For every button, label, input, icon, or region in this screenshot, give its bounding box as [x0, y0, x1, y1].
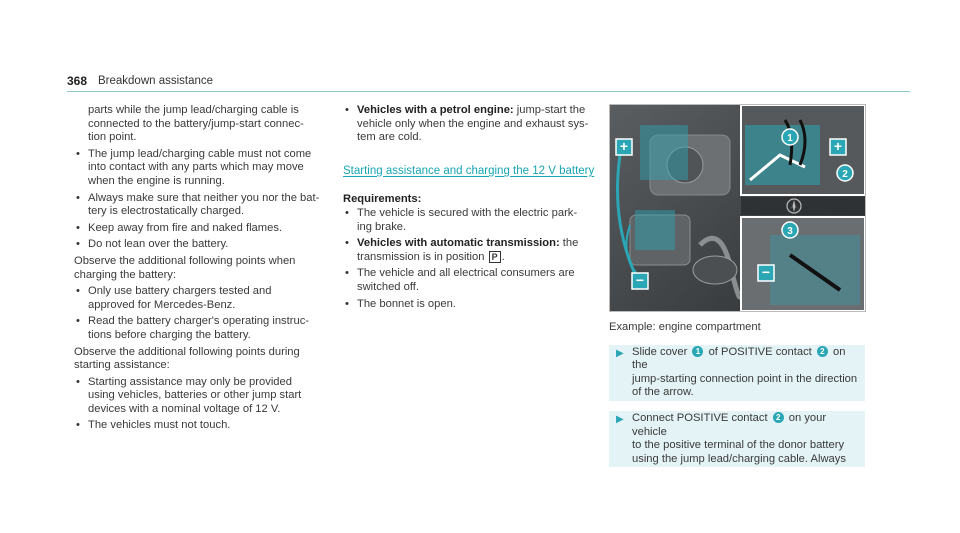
engine-illustration: + − 1 + 2 3 − [610, 105, 865, 311]
svg-text:−: − [636, 272, 644, 288]
section-title: Breakdown assistance [98, 75, 214, 87]
instruction-steps: ▶ Slide cover 1 of POSITIVE contact 2 on… [609, 344, 865, 468]
req-consumers-off: The vehicle and all electrical consumers… [343, 267, 596, 294]
svg-text:+: + [834, 138, 842, 154]
gear-p-symbol: P [488, 250, 501, 263]
step-connect-positive: ▶ Connect POSITIVE contact 2 on your veh… [609, 410, 865, 468]
section-link-heading[interactable]: Starting assistance and charging the 12 … [343, 164, 595, 177]
bullet-petrol: Vehicles with a petrol engine: jump-star… [343, 104, 596, 145]
play-arrow-icon: ▶ [616, 347, 624, 359]
figure-caption: Example: engine compartment [609, 321, 761, 333]
observe-starting-paragraph: Observe the additional following points … [74, 345, 300, 372]
callout-2: 2 [772, 411, 784, 423]
req-parking-brake: The vehicle is secured with the electric… [343, 207, 596, 234]
bullet-read-instructions: Read the battery charger's operating ins… [74, 315, 329, 342]
svg-text:−: − [762, 264, 770, 280]
observe-charging-paragraph: Observe the additional following points … [74, 254, 296, 281]
column-1: parts while the jump lead/charging cable… [74, 104, 329, 433]
bullet-voltage: Starting assistance may only be provided… [74, 376, 329, 417]
column-2: Vehicles with a petrol engine: jump-star… [343, 104, 596, 311]
page-number: 368 [67, 74, 88, 88]
callout-1: 1 [692, 345, 704, 357]
svg-text:1: 1 [787, 133, 793, 144]
callout-2: 2 [816, 345, 828, 357]
continued-paragraph: parts while the jump lead/charging cable… [88, 104, 304, 144]
engine-compartment-figure: + − 1 + 2 3 − [609, 104, 866, 312]
req-bonnet-open: The bonnet is open. [343, 298, 596, 312]
bullet-fire: Keep away from fire and naked flames. [74, 222, 329, 236]
bullet-lean: Do not lean over the battery. [74, 238, 329, 252]
bullet-cable-contact: The jump lead/charging cable must not co… [74, 148, 329, 189]
bullet-vehicles-touch: The vehicles must not touch. [74, 419, 329, 433]
bullet-electrostatic: Always make sure that neither you nor th… [74, 192, 329, 219]
column-3: + − 1 + 2 3 − [609, 104, 866, 477]
play-arrow-icon: ▶ [616, 413, 624, 425]
bullet-chargers: Only use battery chargers tested andappr… [74, 285, 329, 312]
req-automatic: Vehicles with automatic transmission: th… [343, 237, 596, 264]
step-slide-cover: ▶ Slide cover 1 of POSITIVE contact 2 on… [609, 344, 865, 401]
svg-text:3: 3 [787, 226, 793, 237]
svg-text:2: 2 [842, 169, 848, 180]
requirements-heading: Requirements: [343, 193, 422, 206]
svg-text:+: + [620, 138, 628, 154]
page-header: 368 Breakdown assistance [67, 73, 910, 92]
